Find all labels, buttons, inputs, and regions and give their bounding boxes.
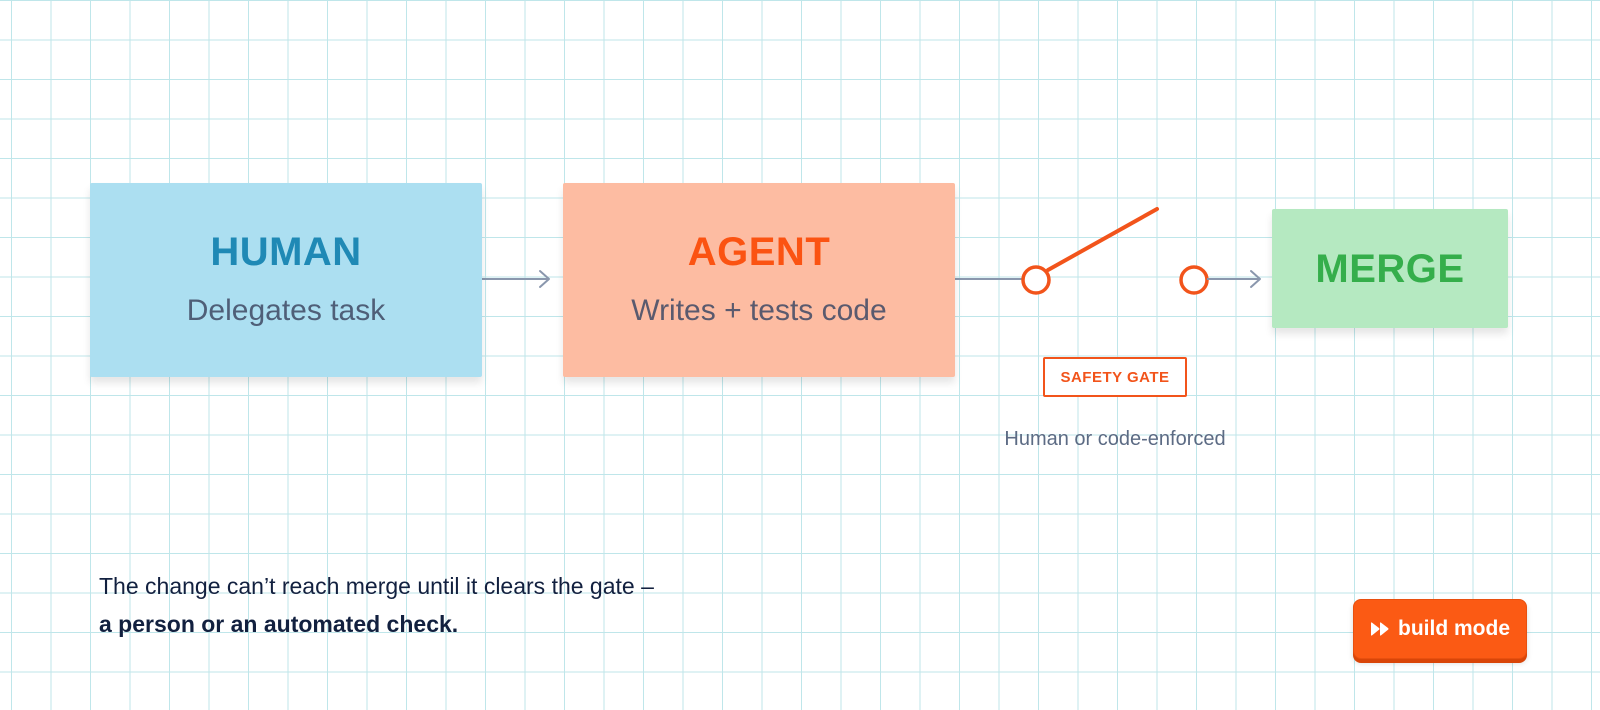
human-node: HUMAN Delegates task — [90, 183, 482, 377]
agent-title: AGENT — [687, 230, 831, 274]
human-title: HUMAN — [210, 230, 362, 274]
footnote-line-2: a person or an automated check. — [99, 611, 459, 637]
agent-subtitle: Writes + tests code — [631, 294, 887, 327]
gate-switch-lever — [1046, 207, 1159, 272]
merge-title: MERGE — [1315, 246, 1465, 291]
arrow-gate-to-merge — [1207, 270, 1261, 288]
arrow-human-to-agent — [482, 270, 550, 288]
safety-gate-caption: Human or code-enforced — [1004, 428, 1226, 450]
footnote: The change can’t reach merge until it cl… — [99, 567, 654, 643]
build-mode-label: build mode — [1398, 617, 1510, 640]
merge-node: MERGE — [1272, 209, 1508, 328]
safety-gate-badge: SAFETY GATE — [1043, 357, 1187, 397]
footnote-line-1: The change can’t reach merge until it cl… — [99, 573, 654, 599]
fast-forward-icon — [1370, 621, 1390, 637]
gate-terminal-left — [1021, 265, 1051, 295]
gate-terminal-right — [1179, 265, 1209, 295]
build-mode-button[interactable]: build mode — [1353, 599, 1527, 659]
agent-node: AGENT Writes + tests code — [563, 183, 955, 377]
human-subtitle: Delegates task — [186, 294, 386, 327]
